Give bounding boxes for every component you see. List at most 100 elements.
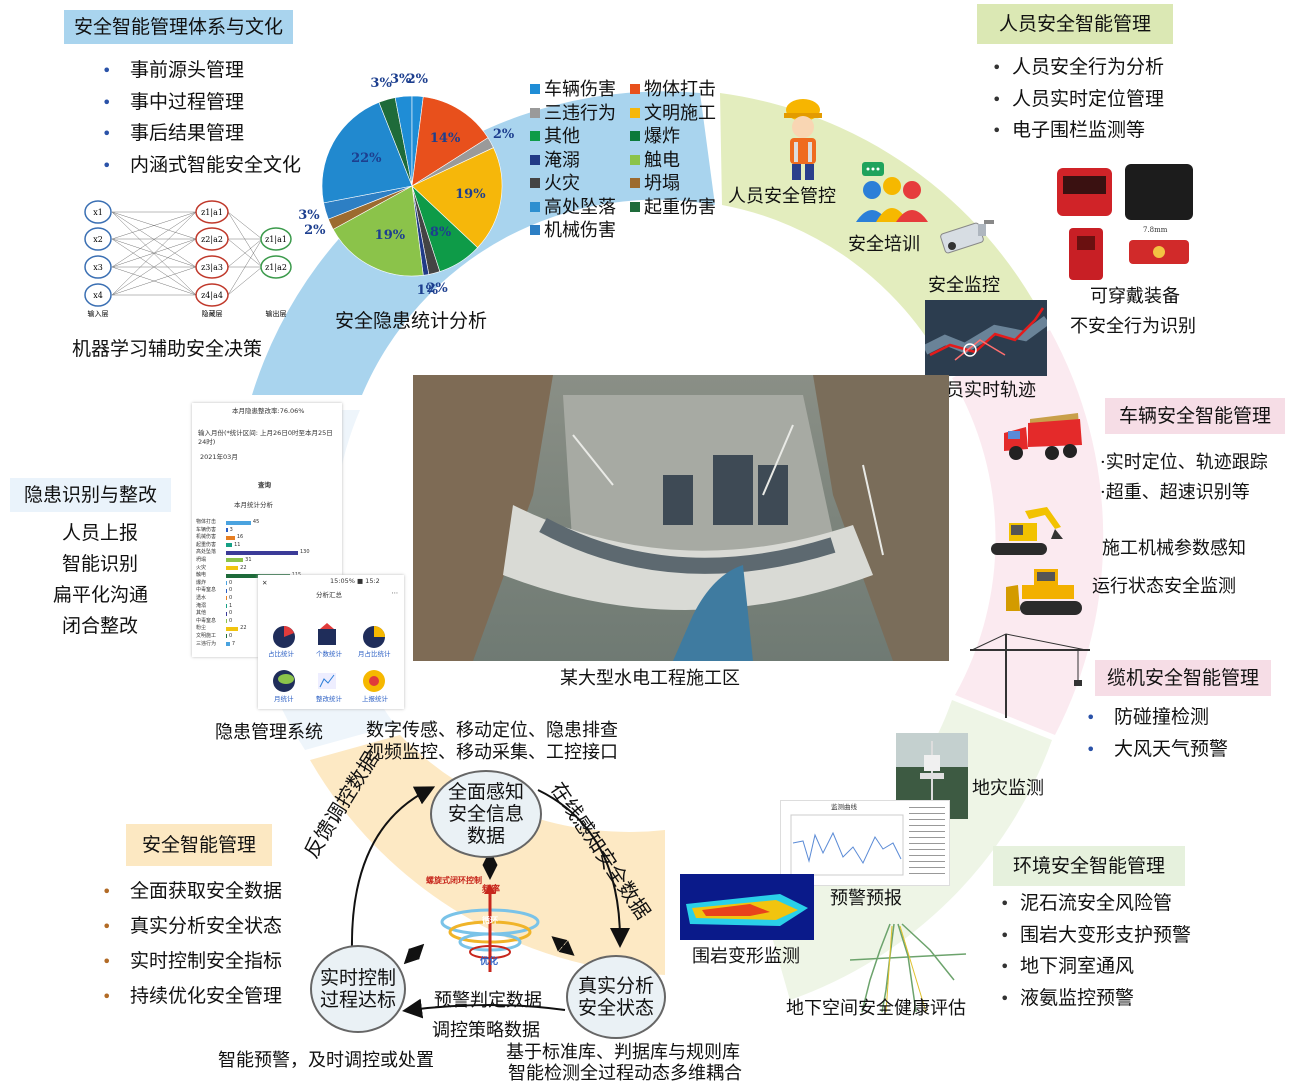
legend-item: 文明施工 [630,102,716,126]
legend-swatch [530,201,540,212]
phone-month[interactable]: 2021年03月 [200,453,238,461]
phone-bar-label: 爆炸 [196,579,207,586]
legend-swatch [530,178,540,188]
phone-bar [226,626,239,631]
phone-btn-month[interactable]: 月统计 [274,695,294,703]
pie-slice [332,185,424,277]
phone-bar-label: 物体打击 [196,519,217,525]
monitor-title: 监测曲线 [831,803,857,811]
nn-node [84,227,112,251]
legend-swatch [530,131,540,141]
list-item: 实时控制安全指标 [100,944,282,979]
phone-bar-value: 22 [240,564,247,571]
more-icon[interactable]: ⋯ [391,589,399,597]
phone-bar [226,535,235,540]
worker-icon [784,99,822,180]
legend-swatch [630,201,640,212]
node-analysis: 真实分析安全状态 [566,955,666,1039]
nn-node [195,200,229,224]
phone-btn-month-ratio[interactable]: 月占比统计 [358,650,391,658]
spiral-cycle: 循环 [482,916,498,925]
nn-node-label: x1 [93,208,103,217]
cycle-arrows [350,786,630,1019]
list-item: 内涵式智能安全文化 [100,150,301,182]
group-icon [856,162,928,222]
wearable-label-2: 不安全行为识别 [1070,316,1196,337]
monitor-chart-image: 监测曲线 [780,800,950,886]
phone-bar-value: 0 [229,610,233,617]
node-control-text: 实时控制过程达标 [319,967,396,1011]
list-item: 真实分析安全状态 [100,909,282,944]
phone-bar [226,566,239,571]
list-item: 事前源头管理 [100,55,301,87]
person-control-label: 人员安全管控 [728,186,836,207]
phone-stats-title: 本月统计分析 [234,501,273,509]
pie-data-label: 3% [298,207,320,223]
phone-bar-label: 中毒窒息 [196,617,217,624]
phone-input-hint: 输入月份(*统计区间: 上月26日0时至本月25日24时) [198,429,333,446]
phone-btn-count[interactable]: 个数统计 [316,650,342,658]
legend-swatch [630,84,640,94]
truck-icon [1004,413,1082,460]
smart-mgmt-list: 全面获取安全数据 真实分析安全状态 实时控制安全指标 持续优化安全管理 [100,874,282,1014]
hazard-item-1: 人员上报 [62,522,139,544]
legend-label: 爆炸 [644,126,680,147]
bottom-right-line-2: 智能检测全过程动态多维耦合 [508,1063,742,1084]
bottom-right-line-1: 基于标准库、判据库与规则库 [506,1042,740,1063]
hazard-title: 隐患识别与整改 [10,478,172,512]
legend-item: 其他 [530,125,580,149]
phone-btn-ratio[interactable]: 占比统计 [268,650,294,658]
phone-bar-label: 高处坠落 [196,549,217,556]
machinery-label-1: 施工机械参数感知 [1102,538,1246,559]
legend-label: 起重伤害 [644,196,716,218]
spiral-control-graphic: 螺旋式闭环控制 频率 循环 优化 [418,876,554,978]
node-control: 实时控制过程达标 [310,945,406,1033]
phone-btn-report[interactable]: 上报统计 [362,695,388,703]
nn-node [84,200,112,224]
pie-data-label: 3% [370,76,392,92]
vehicle-title: 车辆安全智能管理 [1105,398,1286,434]
training-label: 安全培训 [848,234,920,255]
legend-item: 起重伤害 [630,196,716,220]
phone-query-button[interactable]: 查询 [258,481,271,489]
nn-node-label: z3|a3 [201,263,223,272]
phone-bar-label: 触电 [196,572,207,579]
phone-bar-value: 16 [236,534,244,541]
legend-item: 淹溺 [530,149,580,173]
disaster-label: 地灾监测 [972,778,1044,799]
list-item: 持续优化安全管理 [100,979,282,1014]
nn-node [84,283,112,307]
phone-bar [226,619,227,624]
trajectory-image [925,300,1047,376]
phone-bar [226,596,227,601]
hazard-item-3: 扁平化沟通 [53,584,149,606]
forecast-label: 预警预报 [830,888,902,909]
pie-data-label: 1% [416,282,438,298]
phone-bar [226,634,227,639]
phone-bar-label: 坍塌 [196,556,207,563]
close-icon[interactable]: ✕ [262,579,268,587]
machinery-label-2: 运行状态安全监测 [1092,576,1236,597]
phone-bar [226,611,227,616]
list-item: 围岩大变形支护预警 [998,920,1191,952]
personnel-title: 人员安全智能管理 [977,4,1174,44]
legend-item: 车辆伤害 [530,78,616,102]
pie-slice [411,96,489,187]
phone-bar [226,558,244,563]
list-item: 人员实时定位管理 [990,84,1164,116]
list-item: 地下洞室通风 [998,951,1191,983]
legend-label: 车辆伤害 [544,79,616,100]
spiral-optimize: 优化 [480,957,499,967]
phone-bar [226,520,251,525]
pie-data-label: 19% [455,186,486,202]
pie-data-label: 2% [426,280,448,296]
phone-bar [226,588,227,593]
legend-label: 文明施工 [644,102,716,124]
nn-layer-label: 输入层 [88,309,109,318]
spiral-frequency: 频率 [482,885,501,895]
phone-btn-rectify[interactable]: 整改统计 [316,695,342,703]
bulldozer-icon [1006,569,1082,615]
ml-caption: 机器学习辅助安全决策 [72,338,263,360]
legend-label: 淹溺 [544,149,580,171]
phone-bar [226,642,230,646]
